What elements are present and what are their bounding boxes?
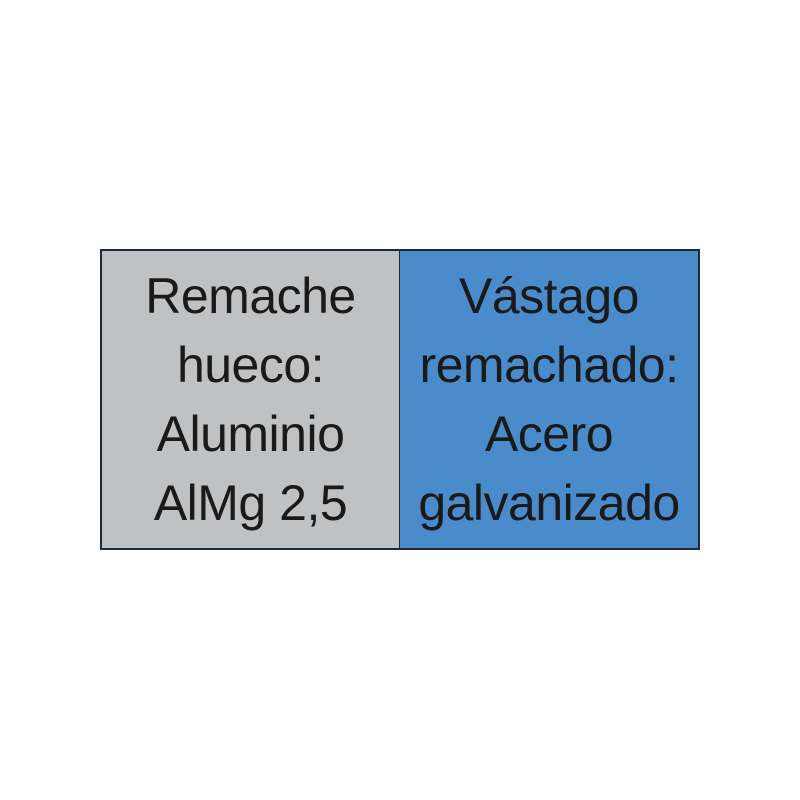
right-line-2: remachado: xyxy=(419,336,679,393)
right-line-1: Vástago xyxy=(459,267,639,324)
material-label-box: Remache hueco: Aluminio AlMg 2,5 Vástago… xyxy=(100,249,700,550)
left-line-1: Remache xyxy=(145,267,356,324)
left-line-3: Aluminio xyxy=(156,405,345,462)
left-line-2: hueco: xyxy=(176,336,325,393)
right-line-3: Acero xyxy=(484,405,614,462)
hollow-rivet-material-cell: Remache hueco: Aluminio AlMg 2,5 xyxy=(102,251,400,548)
right-line-4: galvanizado xyxy=(418,474,680,531)
left-line-4: AlMg 2,5 xyxy=(153,474,348,531)
mandrel-material-cell: Vástago remachado: Acero galvanizado xyxy=(400,251,698,548)
